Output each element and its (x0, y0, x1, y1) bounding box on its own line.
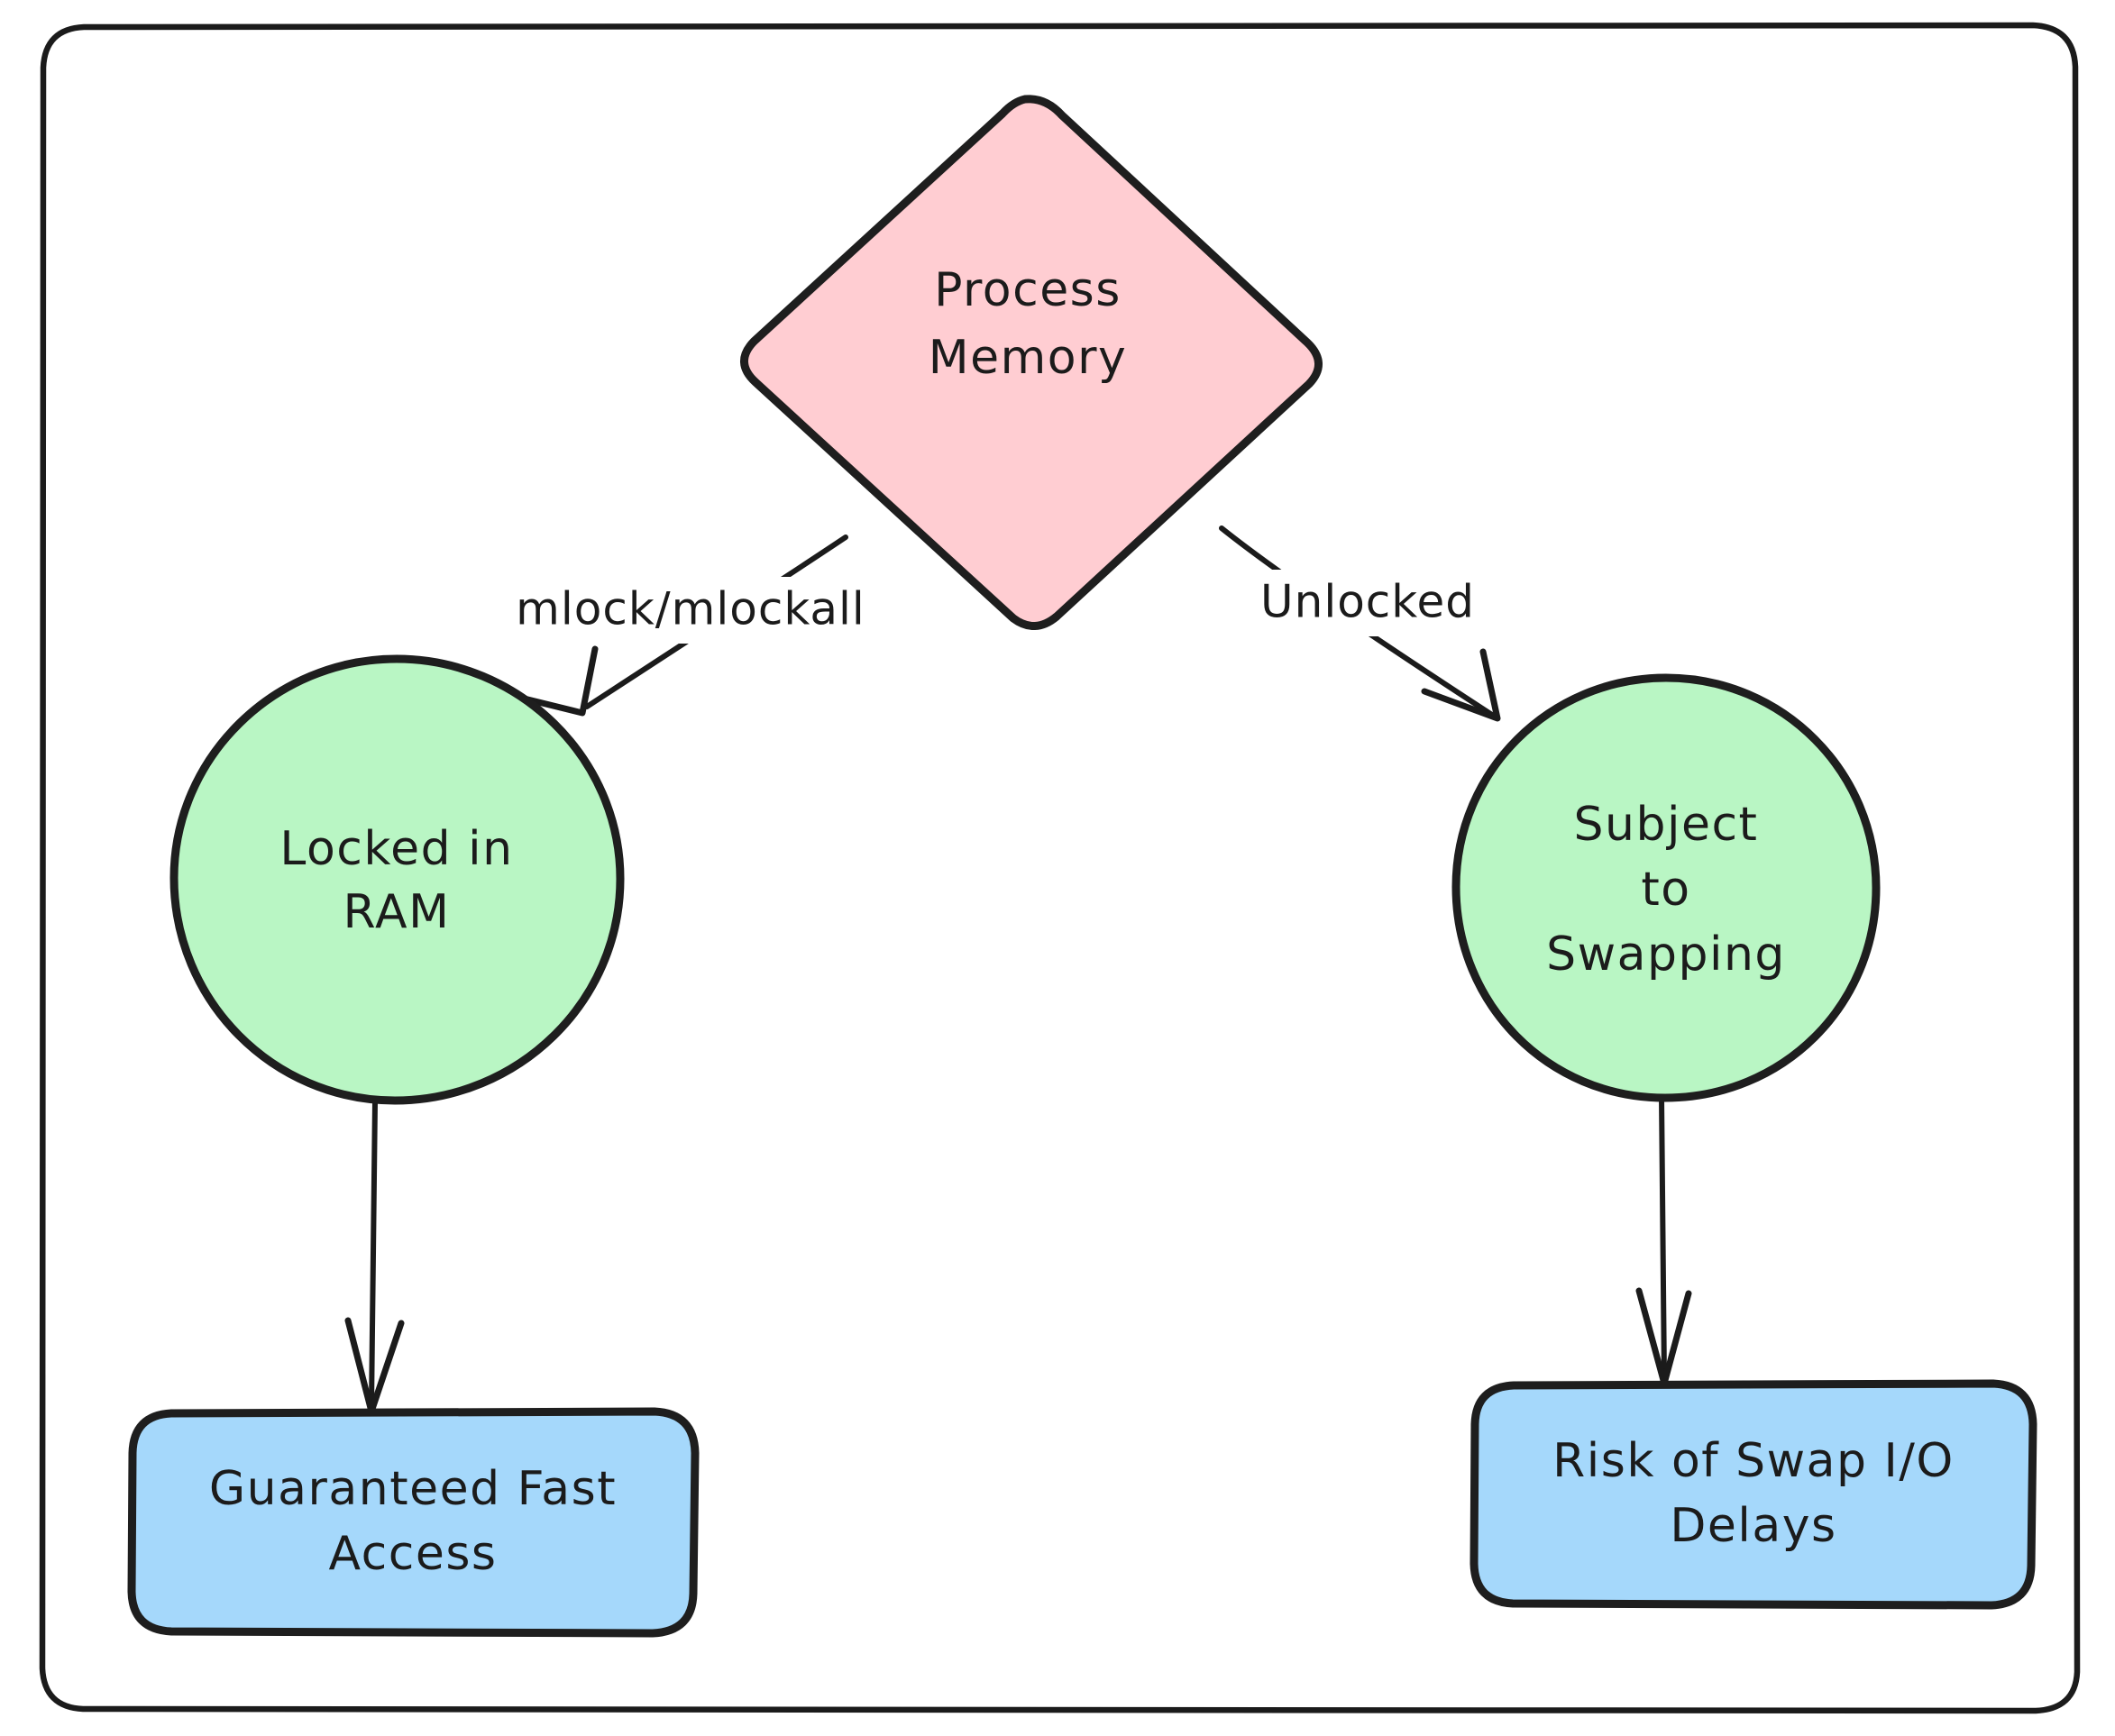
edge-label-unlocked-backdrop (1237, 570, 1498, 636)
node-risk-of-swap-io-delays[interactable]: Risk of Swap I/O Delays (1470, 1379, 2037, 1610)
node-process-memory[interactable]: Process Memory (740, 95, 1323, 630)
edge-label-mlock-group: mlock/mlockall (496, 577, 885, 644)
guaranteed-fast-access-label-line-1: Guaranteed Fast (209, 1462, 617, 1516)
edge-label-unlocked: Unlocked (1260, 576, 1475, 628)
node-subject-to-swapping[interactable]: Subject to Swapping (1451, 673, 1881, 1102)
locked-in-ram-label-line-1: Locked in (279, 822, 513, 876)
edge-swapping-to-risk-line (1659, 1093, 1667, 1382)
subject-to-swapping-label-line-2: to (1641, 863, 1690, 917)
locked-in-ram-circle-shape (169, 654, 625, 1105)
edge-locked-to-fast-access (344, 1099, 405, 1415)
risk-of-swap-io-delays-label-line-2: Delays (1670, 1499, 1836, 1553)
process-memory-label-line-1: Process (934, 263, 1122, 317)
edge-label-unlocked-group: Unlocked (1237, 570, 1498, 636)
risk-of-swap-io-delays-rect-shape (1470, 1379, 2037, 1610)
risk-of-swap-io-delays-label-line-1: Risk of Swap I/O (1552, 1434, 1955, 1488)
locked-in-ram-label-line-2: RAM (343, 885, 451, 939)
edge-mlock-arrowhead (509, 645, 599, 717)
process-memory-diamond-shape (740, 95, 1323, 630)
subject-to-swapping-label-line-1: Subject (1574, 798, 1759, 852)
subject-to-swapping-circle-shape (1451, 673, 1881, 1102)
edge-unlocked-arrowhead (1421, 648, 1501, 722)
guaranteed-fast-access-label-line-2: Access (328, 1527, 497, 1581)
process-memory-label-line-2: Memory (929, 331, 1127, 385)
node-locked-in-ram[interactable]: Locked in RAM (169, 654, 625, 1105)
guaranteed-fast-access-rect-shape (127, 1407, 700, 1638)
subject-to-swapping-label-line-3: Swapping (1546, 927, 1786, 982)
node-guaranteed-fast-access[interactable]: Guaranteed Fast Access (127, 1407, 700, 1638)
edge-label-mlock-backdrop (496, 577, 885, 644)
edge-swapping-to-risk (1635, 1093, 1692, 1387)
edge-locked-to-fast-line (369, 1099, 378, 1409)
outer-frame (39, 22, 2081, 1714)
edge-label-mlock: mlock/mlockall (516, 583, 865, 635)
